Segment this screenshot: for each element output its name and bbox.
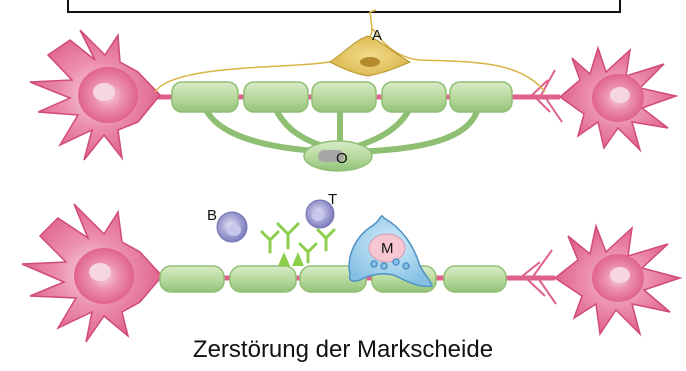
header-frame — [68, 0, 620, 12]
caption: Zerstörung der Markscheide — [193, 336, 493, 363]
myelin-sheath-top — [172, 82, 512, 112]
label-b-cell: B — [207, 207, 217, 224]
astrocyte — [330, 36, 410, 76]
label-macrophage: M — [381, 240, 394, 257]
bottom-panel: B T M — [22, 191, 680, 342]
antibody-receptors — [278, 252, 304, 266]
neuron-bottom-left — [22, 204, 162, 342]
top-panel: A O — [30, 10, 676, 171]
neuron-top-left — [30, 30, 160, 160]
label-astrocyte: A — [372, 27, 382, 44]
label-t-cell: T — [328, 191, 337, 208]
b-cell — [217, 212, 247, 242]
label-oligodendrocyte: O — [336, 150, 348, 167]
myelin-sheath-bottom — [160, 266, 506, 292]
